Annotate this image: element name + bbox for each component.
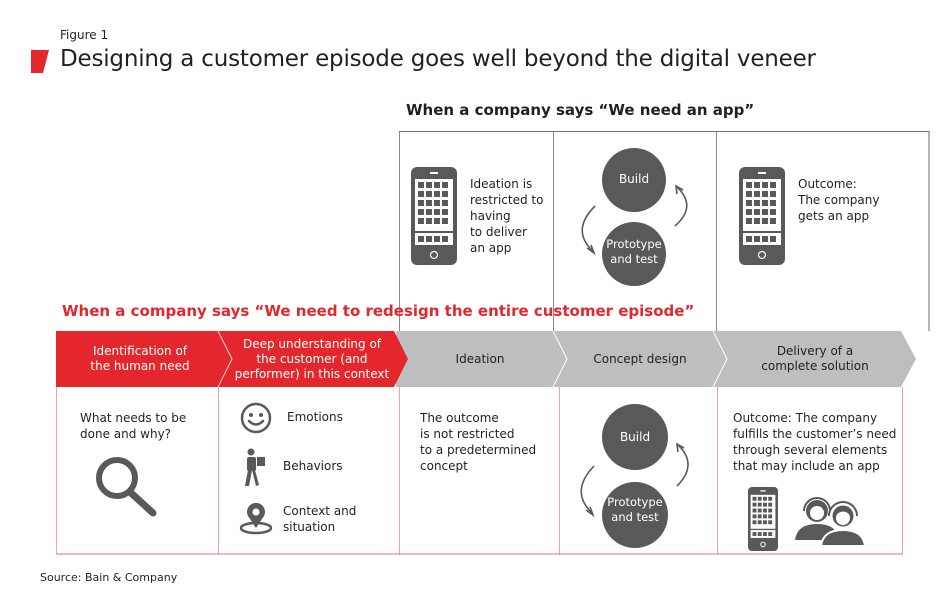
column-divider [218, 387, 219, 555]
ideation-outcome-text: The outcome is not restricted to a prede… [420, 411, 537, 473]
figure-title: Designing a customer episode goes well b… [60, 46, 816, 72]
prototype-test-label: Prototype and test [606, 237, 662, 266]
smartphone-icon [739, 167, 785, 265]
column-divider [559, 387, 560, 555]
app-scenario-panel: Ideation is restricted to having to deli… [399, 131, 930, 332]
location-pin-icon [239, 503, 273, 535]
delivery-outcome-text: Outcome: The company fulfills the custom… [733, 411, 897, 473]
stage-ideation: Ideation [455, 351, 505, 366]
call-center-agents-icon [795, 497, 867, 546]
context-label: Context and situation [283, 504, 357, 534]
column-divider [716, 132, 717, 332]
app-outcome-text: Outcome: The company gets an app [798, 177, 880, 223]
build-test-cycle-diagram [580, 404, 689, 548]
column-divider [717, 387, 718, 555]
prototype-test-label: Prototype and test [607, 495, 663, 524]
magnifying-glass-icon [96, 457, 157, 517]
smartphone-icon [747, 487, 779, 551]
stage-concept-design: Concept design [593, 351, 687, 366]
column-divider [399, 387, 400, 555]
smiley-face-icon [240, 402, 272, 434]
stage-chevron-bar [56, 331, 916, 387]
build-test-cycle-diagram [581, 148, 688, 286]
build-label: Build [618, 172, 650, 186]
column-divider [553, 132, 554, 332]
smartphone-icon [411, 167, 457, 265]
source-note: Source: Bain & Company [40, 571, 178, 584]
build-label: Build [619, 430, 651, 444]
emotions-label: Emotions [287, 410, 343, 424]
title-accent-mark [31, 50, 49, 73]
redesign-details-panel [56, 387, 903, 555]
app-ideation-text: Ideation is restricted to having to deli… [470, 177, 544, 255]
person-carrying-box-icon [245, 448, 265, 486]
app-scenario-heading: When a company says “We need an app” [406, 101, 755, 119]
figure-label: Figure 1 [60, 28, 109, 42]
redesign-scenario-heading: When a company says “We need to redesign… [62, 302, 695, 320]
behaviors-label: Behaviors [283, 459, 343, 473]
need-text: What needs to be done and why? [80, 411, 187, 441]
